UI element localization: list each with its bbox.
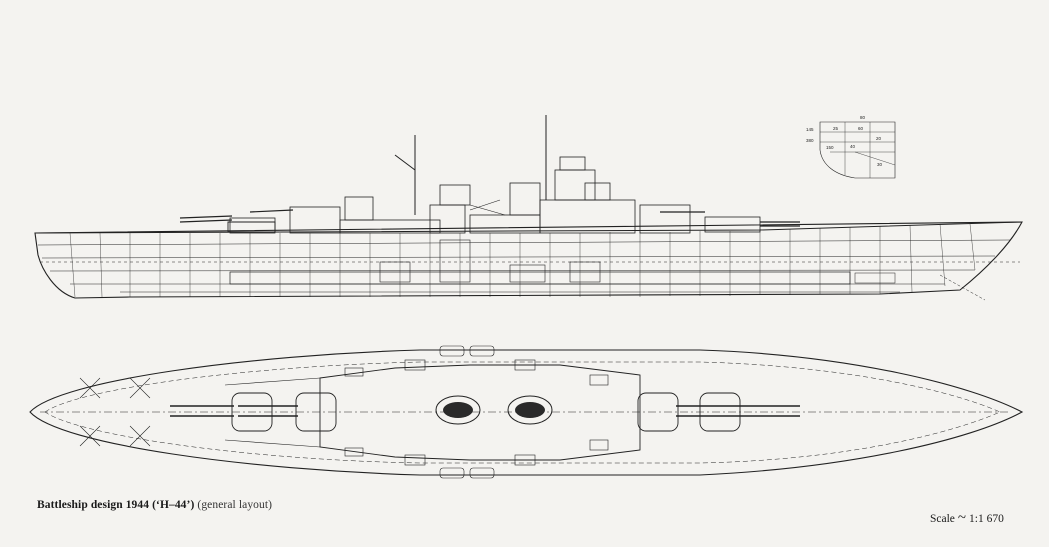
deck-outline <box>29 349 1024 476</box>
caption-title: Battleship design 1944 (‘H–44’) <box>37 499 195 511</box>
scale-label: Scale <box>930 513 955 525</box>
plan-view <box>29 345 1024 479</box>
inset-midship-section: 80 25 60 145 380 150 20 30 40 <box>806 115 896 179</box>
figure-caption: Battleship design 1944 (‘H–44’) (general… <box>37 499 272 511</box>
caption-subtitle: (general layout) <box>197 499 273 511</box>
inset-label-8: 40 <box>850 144 856 149</box>
inset-label-2: 60 <box>858 126 864 131</box>
secondary-mounts <box>224 345 609 479</box>
side-elevation <box>34 115 1023 301</box>
funnel-forward <box>435 395 481 425</box>
superstructure <box>229 156 761 234</box>
masts <box>394 115 547 216</box>
inset-label-1: 25 <box>833 126 839 131</box>
inset-label-0: 80 <box>860 115 866 120</box>
funnel-aft <box>507 395 553 425</box>
inset-label-5: 150 <box>826 145 834 150</box>
scale-note: Scale~1:1 670 <box>930 510 1004 527</box>
main-turrets-plan <box>170 392 800 432</box>
superstructure-plan <box>319 364 641 461</box>
inset-label-3: 145 <box>806 127 814 132</box>
inset-label-7: 30 <box>877 162 883 167</box>
main-turrets <box>179 209 800 233</box>
frame-lines <box>69 223 976 298</box>
inset-label-6: 20 <box>876 136 882 141</box>
scale-value: 1:1 670 <box>969 513 1004 525</box>
scale-approx-symbol: ~ <box>957 510 967 526</box>
hull-outline <box>34 221 1023 299</box>
inset-label-4: 380 <box>806 138 814 143</box>
